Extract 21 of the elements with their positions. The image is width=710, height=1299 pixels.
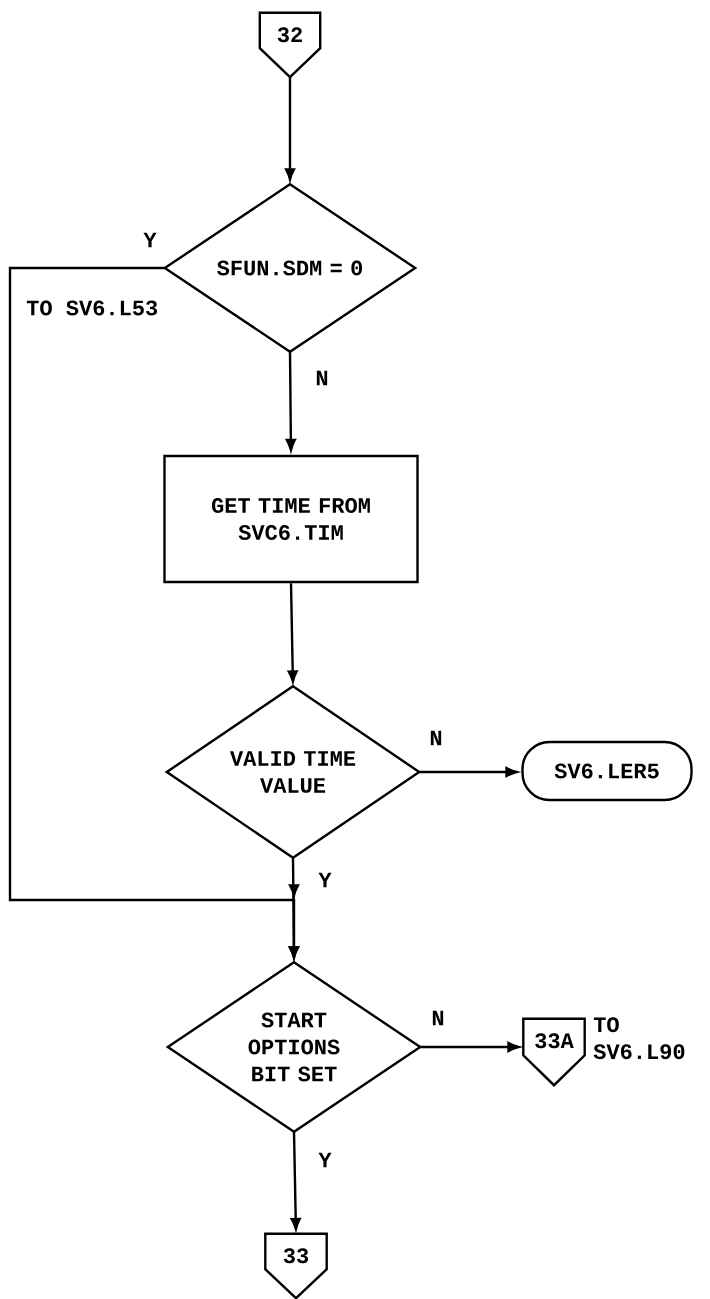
edge-label: N: [314, 369, 330, 387]
edge-label: N: [428, 729, 444, 747]
branch-note: TO SV6.L53: [26, 300, 158, 316]
arrow: [288, 857, 299, 959]
offpage-connector: 33A: [522, 1017, 586, 1087]
edge-label: N: [430, 1009, 446, 1027]
arrow: [420, 1041, 520, 1053]
arrow: [290, 1131, 301, 1231]
edge-label: Y: [317, 871, 333, 889]
arrow: [284, 77, 296, 181]
arrow: [287, 583, 298, 683]
offpage-connector: 33: [264, 1232, 328, 1299]
process-box: GET TIME FROM SVC6.TIM: [163, 454, 419, 584]
arrow: [8, 266, 300, 959]
edge-label: Y: [317, 1151, 333, 1169]
arrow: [419, 766, 518, 778]
offpage-connector: 32: [258, 11, 322, 79]
arrow: [285, 351, 296, 452]
edge-label: Y: [142, 231, 158, 249]
terminal-box: SV6.LER5: [521, 740, 693, 802]
connector-note: TO SV6.L90: [593, 1017, 685, 1060]
